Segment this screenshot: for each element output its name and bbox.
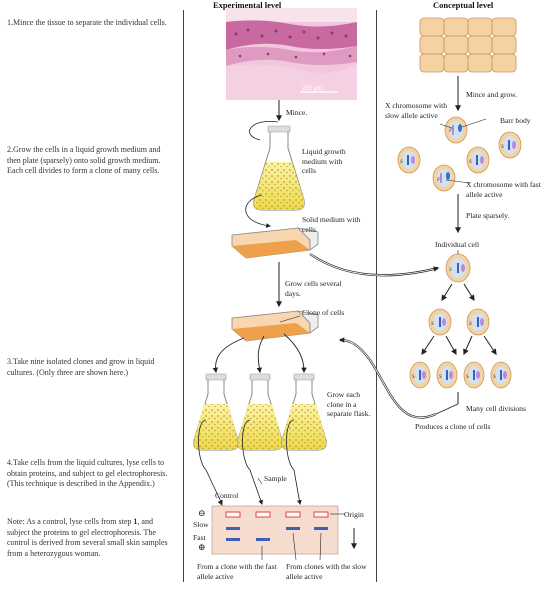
gel-band-control-fast xyxy=(226,538,240,541)
plus-sign: ⊕ xyxy=(198,542,206,552)
produces-clone-label: Produces a clone of cells xyxy=(415,422,491,431)
clone-flask-2 xyxy=(237,373,283,451)
gel-band-clone1-fast xyxy=(256,538,270,541)
solid-medium-flask xyxy=(231,227,319,259)
x-fast-label: X chromosome with fast allele active xyxy=(466,180,541,199)
liquid-culture-flask xyxy=(253,125,305,211)
svg-text:S: S xyxy=(469,321,472,327)
four-cells: S S S S xyxy=(409,361,512,389)
svg-text:S: S xyxy=(449,267,452,273)
individual-cell: S xyxy=(445,253,471,283)
right-divider xyxy=(376,10,377,582)
svg-text:S: S xyxy=(412,374,415,380)
many-divisions-label: Many cell divisions xyxy=(466,404,526,413)
svg-text:S: S xyxy=(469,159,472,165)
header-conceptual: Conceptual level xyxy=(433,0,494,10)
control-note: Note: As a control, lyse cells from step… xyxy=(7,517,168,558)
mince-label: Mince. xyxy=(286,108,308,117)
clone-of-cells-label: Clone of cells xyxy=(302,308,345,317)
mince-grow-label: Mince and grow. xyxy=(466,90,518,99)
from-slow-label: From clones with the slow allele active xyxy=(286,562,367,581)
tissue-cell-block xyxy=(419,17,517,73)
two-cells: S S xyxy=(428,308,490,336)
step-4-text: 4.Take cells from the liquid cultures, l… xyxy=(7,458,168,488)
gel-band-clone3-slow xyxy=(314,527,328,530)
from-fast-label: From a clone with the fast allele active xyxy=(197,562,277,581)
header-experimental: Experimental level xyxy=(213,0,282,10)
step-3-text: 3.Take nine isolated clones and grow in … xyxy=(7,357,155,377)
left-divider xyxy=(183,10,184,582)
svg-text:S: S xyxy=(400,159,403,165)
svg-text:S: S xyxy=(501,144,504,150)
origin-label: Origin xyxy=(344,510,364,519)
minced-cells: F S S S F xyxy=(397,116,522,192)
step-2-text: 2.Grow the cells in a liquid growth medi… xyxy=(7,145,161,175)
svg-text:S: S xyxy=(493,374,496,380)
grow-days-label: Grow cells several days. xyxy=(285,279,342,298)
gel-band-control-slow xyxy=(226,527,240,530)
electrophoresis-gel xyxy=(211,505,345,555)
slow-label: Slow xyxy=(193,520,209,529)
liquid-medium-label: Liquid growth medium with cells xyxy=(302,147,346,176)
sample-label: Sample xyxy=(264,474,287,483)
plate-sparsely-label: Plate sparsely. xyxy=(466,211,510,220)
clone-flask-3 xyxy=(281,373,327,451)
clone-flask-1 xyxy=(193,373,239,451)
barr-body-label: Barr body xyxy=(500,116,531,125)
individual-cell-label: Individual cell xyxy=(435,240,480,249)
control-label: Control xyxy=(215,491,239,500)
fast-label: Fast xyxy=(193,533,206,542)
x-slow-label: X chromosome with slow allele active xyxy=(385,101,448,120)
tissue-micrograph: 250 µm xyxy=(226,8,357,100)
svg-text:F: F xyxy=(436,177,441,183)
svg-text:S: S xyxy=(466,374,469,380)
gel-band-clone2-slow xyxy=(286,527,300,530)
svg-text:S: S xyxy=(439,374,442,380)
scale-bar-label: 250 µm xyxy=(302,86,322,92)
minus-sign: ⊖ xyxy=(198,508,206,518)
grow-each-clone-label: Grow each clone in a separate flask. xyxy=(327,390,371,419)
svg-text:F: F xyxy=(448,128,453,134)
svg-text:S: S xyxy=(431,321,434,327)
step-1-text: 1.Mince the tissue to separate the indiv… xyxy=(7,18,167,27)
solid-medium-label: Solid medium with cells xyxy=(302,215,361,234)
clone-plate-flask xyxy=(231,310,319,342)
